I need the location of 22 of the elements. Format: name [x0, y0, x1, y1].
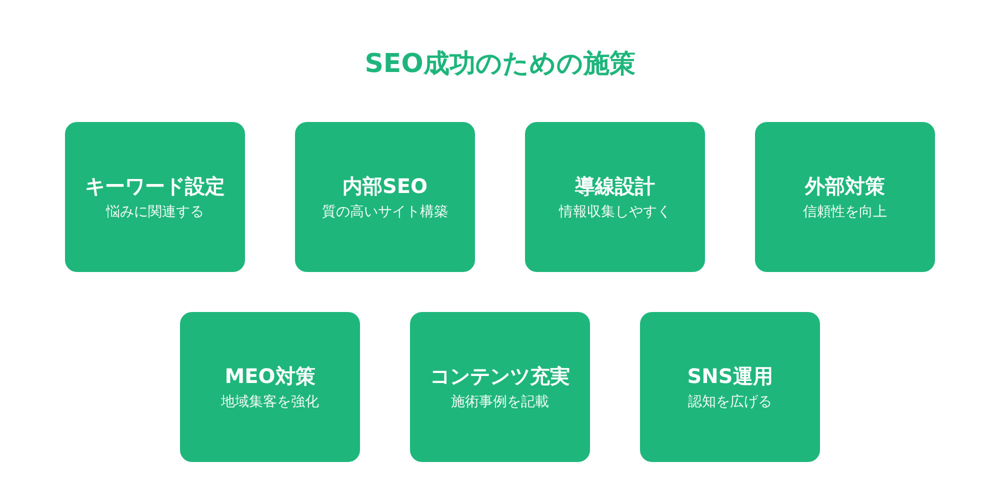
card-title: MEO対策: [224, 362, 316, 388]
card: [410, 312, 590, 462]
card: [65, 122, 245, 272]
card: [640, 312, 820, 462]
card-title: SNS運用: [687, 362, 773, 388]
card-subtitle: 情報収集しやすく: [559, 202, 671, 222]
card-subtitle: 質の高いサイト構築: [322, 202, 448, 222]
card: [525, 122, 705, 272]
card: [295, 122, 475, 272]
card-subtitle: 施術事例を記載: [451, 392, 549, 412]
card: [180, 312, 360, 462]
card-subtitle: 悩みに関連する: [106, 202, 204, 222]
card-subtitle: 信頼性を向上: [803, 202, 887, 222]
card-title: コンテンツ充実: [430, 362, 570, 388]
card-title: 導線設計: [575, 172, 655, 198]
card-title: 外部対策: [805, 172, 885, 198]
card-title: キーワード設定: [85, 172, 225, 198]
card: [755, 122, 935, 272]
card-title: 内部SEO: [342, 172, 428, 198]
card-subtitle: 認知を広げる: [688, 392, 772, 412]
title: SEO成功のための施策: [364, 49, 636, 79]
card-subtitle: 地域集客を強化: [221, 392, 319, 412]
